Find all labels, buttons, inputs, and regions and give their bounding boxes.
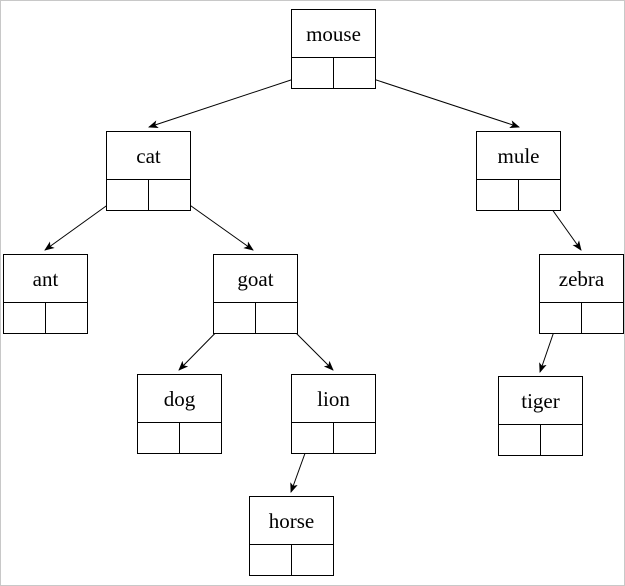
tree-node-right-pointer-cell [46,303,88,334]
tree-node-label: cat [107,132,190,180]
tree-node-label: goat [214,255,297,303]
tree-node-left-pointer-cell [250,545,292,576]
tree-node-right-pointer-cell [180,423,222,454]
tree-node-label: dog [138,375,221,423]
tree-node-right-pointer-cell [519,180,561,211]
tree-edge-mouse-to-cat [148,72,313,128]
tree-node-pointer-cells [250,545,333,576]
tree-node-left-pointer-cell [499,425,541,456]
tree-node-label: zebra [540,255,623,303]
tree-node-right-pointer-cell [334,423,376,454]
tree-edge-mouse-to-mule [354,72,520,128]
tree-node-left-pointer-cell [540,303,582,334]
tree-node-cat[interactable]: cat [106,131,191,211]
tree-node-pointer-cells [292,423,375,454]
tree-node-label: ant [4,255,87,303]
tree-node-right-pointer-cell [256,303,298,334]
tree-node-left-pointer-cell [138,423,180,454]
tree-node-goat[interactable]: goat [213,254,298,334]
tree-node-horse[interactable]: horse [249,496,334,576]
tree-node-right-pointer-cell [334,58,376,89]
tree-node-label: mouse [292,10,375,58]
tree-node-left-pointer-cell [292,58,334,89]
tree-node-pointer-cells [540,303,623,334]
tree-node-label: lion [292,375,375,423]
tree-node-pointer-cells [107,180,190,211]
tree-node-mule[interactable]: mule [476,131,561,211]
tree-node-mouse[interactable]: mouse [291,9,376,89]
tree-node-pointer-cells [138,423,221,454]
tree-node-pointer-cells [292,58,375,89]
tree-node-zebra[interactable]: zebra [539,254,624,334]
tree-node-pointer-cells [214,303,297,334]
tree-node-left-pointer-cell [292,423,334,454]
tree-node-label: horse [250,497,333,545]
tree-node-ant[interactable]: ant [3,254,88,334]
tree-node-tiger[interactable]: tiger [498,376,583,456]
tree-node-right-pointer-cell [149,180,191,211]
tree-node-label: mule [477,132,560,180]
tree-node-right-pointer-cell [292,545,334,576]
tree-node-right-pointer-cell [541,425,583,456]
tree-node-left-pointer-cell [107,180,149,211]
tree-node-right-pointer-cell [582,303,624,334]
tree-node-left-pointer-cell [4,303,46,334]
tree-node-pointer-cells [499,425,582,456]
tree-node-pointer-cells [4,303,87,334]
tree-node-left-pointer-cell [214,303,256,334]
tree-node-label: tiger [499,377,582,425]
tree-node-dog[interactable]: dog [137,374,222,454]
tree-node-left-pointer-cell [477,180,519,211]
tree-node-lion[interactable]: lion [291,374,376,454]
tree-node-pointer-cells [477,180,560,211]
